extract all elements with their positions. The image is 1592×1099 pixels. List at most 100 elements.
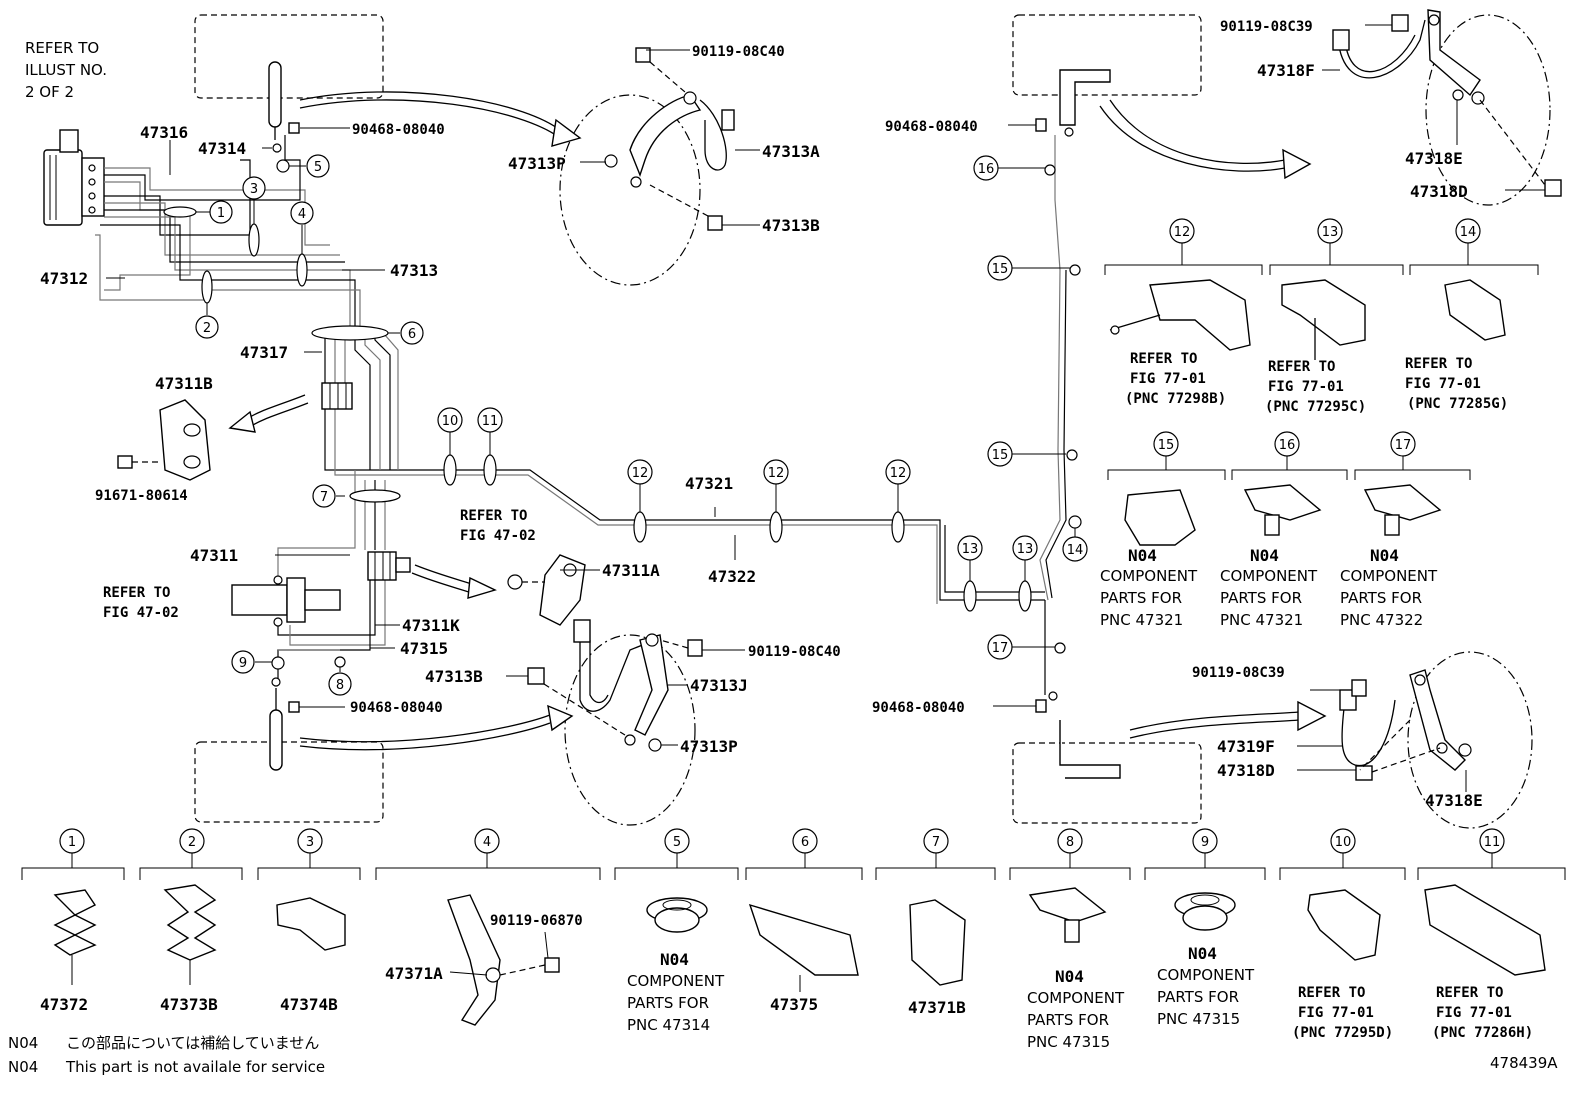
clamp-47375-shape [748, 903, 859, 992]
label-47318d-b: 47318D [1217, 761, 1275, 780]
front-left-tube [268, 61, 290, 173]
label-47315: 47315 [400, 639, 448, 658]
label-47311: 47311 [190, 546, 238, 565]
label-47313a: 47313A [762, 142, 820, 161]
label-47312: 47312 [40, 269, 88, 288]
bottom-10-line2: FIG 77-01 [1298, 1005, 1374, 1021]
panel-15-line1: COMPONENT [1100, 567, 1198, 585]
svg-text:4: 4 [483, 835, 491, 850]
label-90119-08c40-b: 90119-08C40 [748, 644, 841, 660]
bracket-47311a [507, 554, 586, 626]
clamp-14-shape [1444, 279, 1506, 341]
label-90468-c: 90468-08040 [885, 119, 978, 135]
front-right-tube [1059, 69, 1111, 137]
svg-text:9: 9 [1201, 835, 1209, 850]
grommet-5-shape [646, 897, 708, 933]
svg-text:15: 15 [1158, 438, 1175, 453]
clip-icon-a [288, 122, 300, 134]
svg-text:12: 12 [632, 466, 649, 481]
label-90468-a: 90468-08040 [352, 122, 445, 138]
panel-12-line1: REFER TO [1130, 351, 1197, 367]
footnote-1-code: N04 [8, 1034, 38, 1052]
svg-text:10: 10 [1335, 835, 1352, 850]
label-47314: 47314 [198, 139, 246, 158]
panel-16-code: N04 [1250, 546, 1279, 565]
bottom-10-line1: REFER TO [1298, 985, 1365, 1001]
panel-17-line3: PNC 47322 [1340, 611, 1423, 629]
callout-11: 11 [477, 407, 503, 433]
clamp-47373b-shape [163, 884, 217, 985]
front-right-wheel-area [1012, 14, 1202, 96]
bracket-47311b [117, 399, 211, 481]
clamp-12-shape [1109, 279, 1251, 351]
bottom-11-callout: 11 [1479, 828, 1505, 854]
label-47313j: 47313J [690, 676, 748, 695]
callout-9: 9 [231, 650, 255, 674]
label-47313b-b: 47313B [425, 667, 483, 686]
label-47311a: 47311A [602, 561, 660, 580]
bottom-9-line1: COMPONENT [1157, 966, 1255, 984]
bottom-4-callout: 4 [474, 828, 500, 854]
bottom-47371b: 47371B [908, 998, 966, 1017]
bottom-9-line2: PARTS FOR [1157, 988, 1239, 1006]
label-90119-08c40-a: 90119-08C40 [692, 44, 785, 60]
bottom-47375: 47375 [770, 995, 818, 1014]
refer-illust-line2: ILLUST NO. [25, 61, 107, 79]
label-47311b: 47311B [155, 374, 213, 393]
panel-13-callout: 13 [1317, 218, 1343, 244]
panel-12-line2: FIG 77-01 [1130, 371, 1206, 387]
callout-3: 3 [242, 176, 266, 200]
abs-actuator [43, 129, 105, 226]
clamp-11-shape [1424, 884, 1546, 976]
label-90468-d: 90468-08040 [872, 700, 965, 716]
clamp-47374b-shape [276, 897, 346, 951]
svg-text:17: 17 [992, 641, 1009, 656]
svg-text:1: 1 [217, 206, 225, 221]
bottom-11-line3: (PNC 77286H) [1432, 1025, 1533, 1041]
svg-text:16: 16 [978, 162, 995, 177]
svg-text:11: 11 [482, 414, 499, 429]
clamp-47371b-shape [909, 899, 966, 986]
footnote-2-text: This part is not availale for service [65, 1058, 325, 1076]
svg-text:14: 14 [1067, 543, 1084, 558]
refer-fig-a-line1: REFER TO [103, 585, 170, 601]
svg-text:12: 12 [890, 466, 907, 481]
panel-15-line2: PARTS FOR [1100, 589, 1182, 607]
leader-lines [106, 24, 1545, 792]
callout-12c: 12 [885, 459, 911, 485]
refer-fig-a-line2: FIG 47-02 [103, 605, 179, 621]
bottom-11-line2: FIG 77-01 [1436, 1005, 1512, 1021]
label-47319f: 47319F [1217, 737, 1275, 756]
front-left-wheel-area [194, 14, 384, 99]
callout-17: 17 [987, 634, 1013, 660]
bottom-8-line3: PNC 47315 [1027, 1033, 1110, 1051]
svg-text:6: 6 [801, 835, 809, 850]
panel-14-line1: REFER TO [1405, 356, 1472, 372]
callout-13a: 13 [957, 535, 983, 561]
panel-13-line3: (PNC 77295C) [1265, 399, 1366, 415]
detail-arrows [228, 91, 1327, 751]
rear-left-hose-detail [527, 619, 703, 826]
footnote-1-text: この部品については補給していません [66, 1034, 319, 1052]
bottom-2-callout: 2 [179, 828, 205, 854]
label-47318f: 47318F [1257, 61, 1315, 80]
svg-text:1: 1 [68, 835, 76, 850]
panel-14-callout: 14 [1455, 218, 1481, 244]
panel-12-callout: 12 [1169, 218, 1195, 244]
refer-illust-note: REFER TO ILLUST NO. 2 OF 2 [25, 39, 107, 101]
grommet-9-shape [1174, 892, 1236, 931]
panel-17-callout: 17 [1390, 431, 1416, 457]
bottom-6-callout: 6 [792, 828, 818, 854]
bottom-8-code: N04 [1055, 967, 1084, 986]
panel-17-code: N04 [1370, 546, 1399, 565]
clip-icon-d [1035, 699, 1047, 713]
label-47313p-a: 47313P [508, 154, 566, 173]
callout-12a: 12 [627, 459, 653, 485]
bottom-47372: 47372 [40, 995, 88, 1014]
footnotes: N04 この部品については補給していません N04 This part is n… [8, 1034, 325, 1076]
rear-left-tube [269, 656, 285, 771]
panel-15-code: N04 [1128, 546, 1157, 565]
rear-right-tube [1048, 691, 1121, 779]
label-47318e-b: 47318E [1425, 791, 1483, 810]
